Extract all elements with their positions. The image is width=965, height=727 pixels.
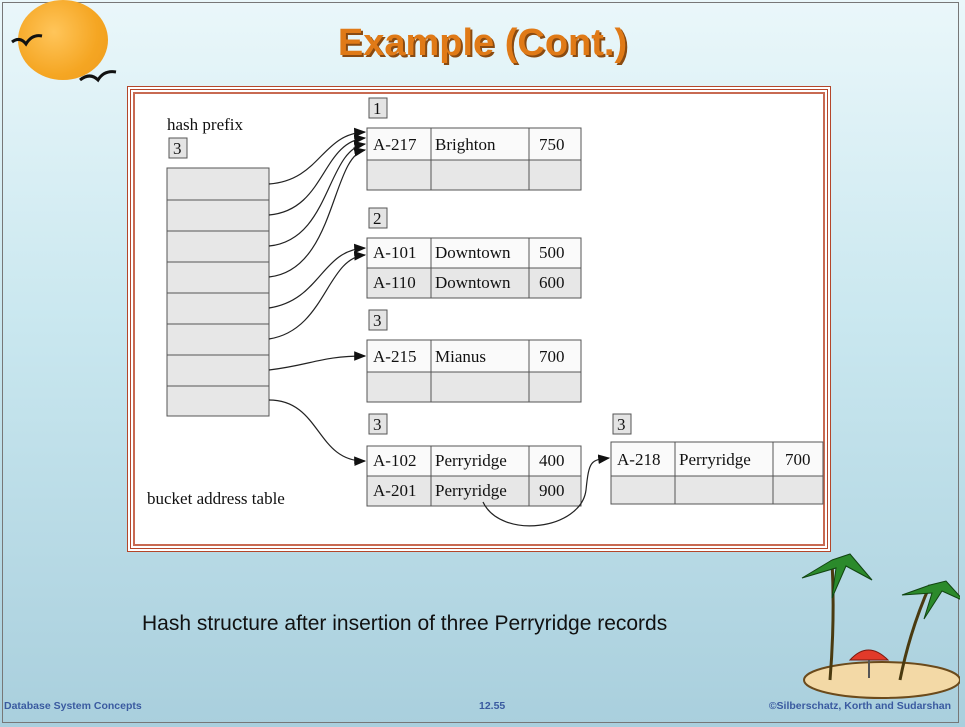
address-slot [166,292,270,325]
slide-title: Example (Cont.) [337,22,628,64]
local-depth-box [368,413,388,435]
bucket-address-table-label: bucket address table [147,489,285,508]
bucket-1: 1 A-217 Brighton 750 [366,97,582,191]
address-slot [166,323,270,356]
record-id: A-102 [373,451,416,470]
address-slot [166,199,270,232]
record-id: A-218 [617,450,660,469]
record-id: A-217 [373,135,417,154]
hash-prefix-box [168,137,188,159]
hash-prefix-value: 3 [173,139,182,158]
footer-page-number: 12.55 [479,700,506,712]
record-balance: 900 [539,481,565,500]
footer-copyright: ©Silberschatz, Korth and Sudarshan [768,700,951,712]
hash-prefix-label: hash prefix [167,115,244,134]
address-slot [166,230,270,263]
record-branch: Brighton [435,135,496,154]
record-balance: 700 [539,347,565,366]
local-depth-box [612,413,632,435]
bucket-5-overflow: 3 A-218 Perryridge 700 [610,413,824,505]
local-depth-box [368,97,388,119]
local-depth: 3 [373,311,382,330]
record-id: A-201 [373,481,416,500]
address-slot [166,261,270,294]
record-branch: Perryridge [435,451,507,470]
slide-caption: Hash structure after insertion of three … [142,612,668,635]
diagram-frame: hash prefix 3 bucket address table 1 A-2… [127,86,831,552]
local-depth: 2 [373,209,382,228]
record-balance: 400 [539,451,565,470]
pointer-arrows [268,127,611,527]
record-balance: 750 [539,135,565,154]
record-branch: Perryridge [679,450,751,469]
record-branch: Downtown [435,243,511,262]
record-balance: 700 [785,450,811,469]
sun-icon [18,0,108,80]
local-depth: 3 [617,415,626,434]
bucket-3: 3 A-215 Mianus 700 [366,309,582,403]
record-branch: Mianus [435,347,486,366]
record-balance: 600 [539,273,565,292]
local-depth-box [368,309,388,331]
record-branch: Perryridge [435,481,507,500]
bucket-2: 2 A-101 Downtown 500 A-110 Downtown 600 [366,207,582,299]
record-branch: Downtown [435,273,511,292]
palm-island-icon [801,553,960,699]
record-id: A-101 [373,243,416,262]
record-balance: 500 [539,243,565,262]
local-depth: 3 [373,415,382,434]
birds-icon [11,34,117,83]
local-depth: 1 [373,99,382,118]
bucket-address-table [166,167,270,417]
bucket-4: 3 A-102 Perryridge 400 A-201 Perryridge … [366,413,582,507]
address-slot [166,385,270,417]
address-slot [166,354,270,387]
footer-left: Database System Concepts [4,700,142,712]
record-id: A-110 [373,273,416,292]
address-slot [166,167,270,201]
extendable-hash-diagram: hash prefix 3 bucket address table 1 A-2… [147,97,824,527]
local-depth-box [368,207,388,229]
record-id: A-215 [373,347,416,366]
